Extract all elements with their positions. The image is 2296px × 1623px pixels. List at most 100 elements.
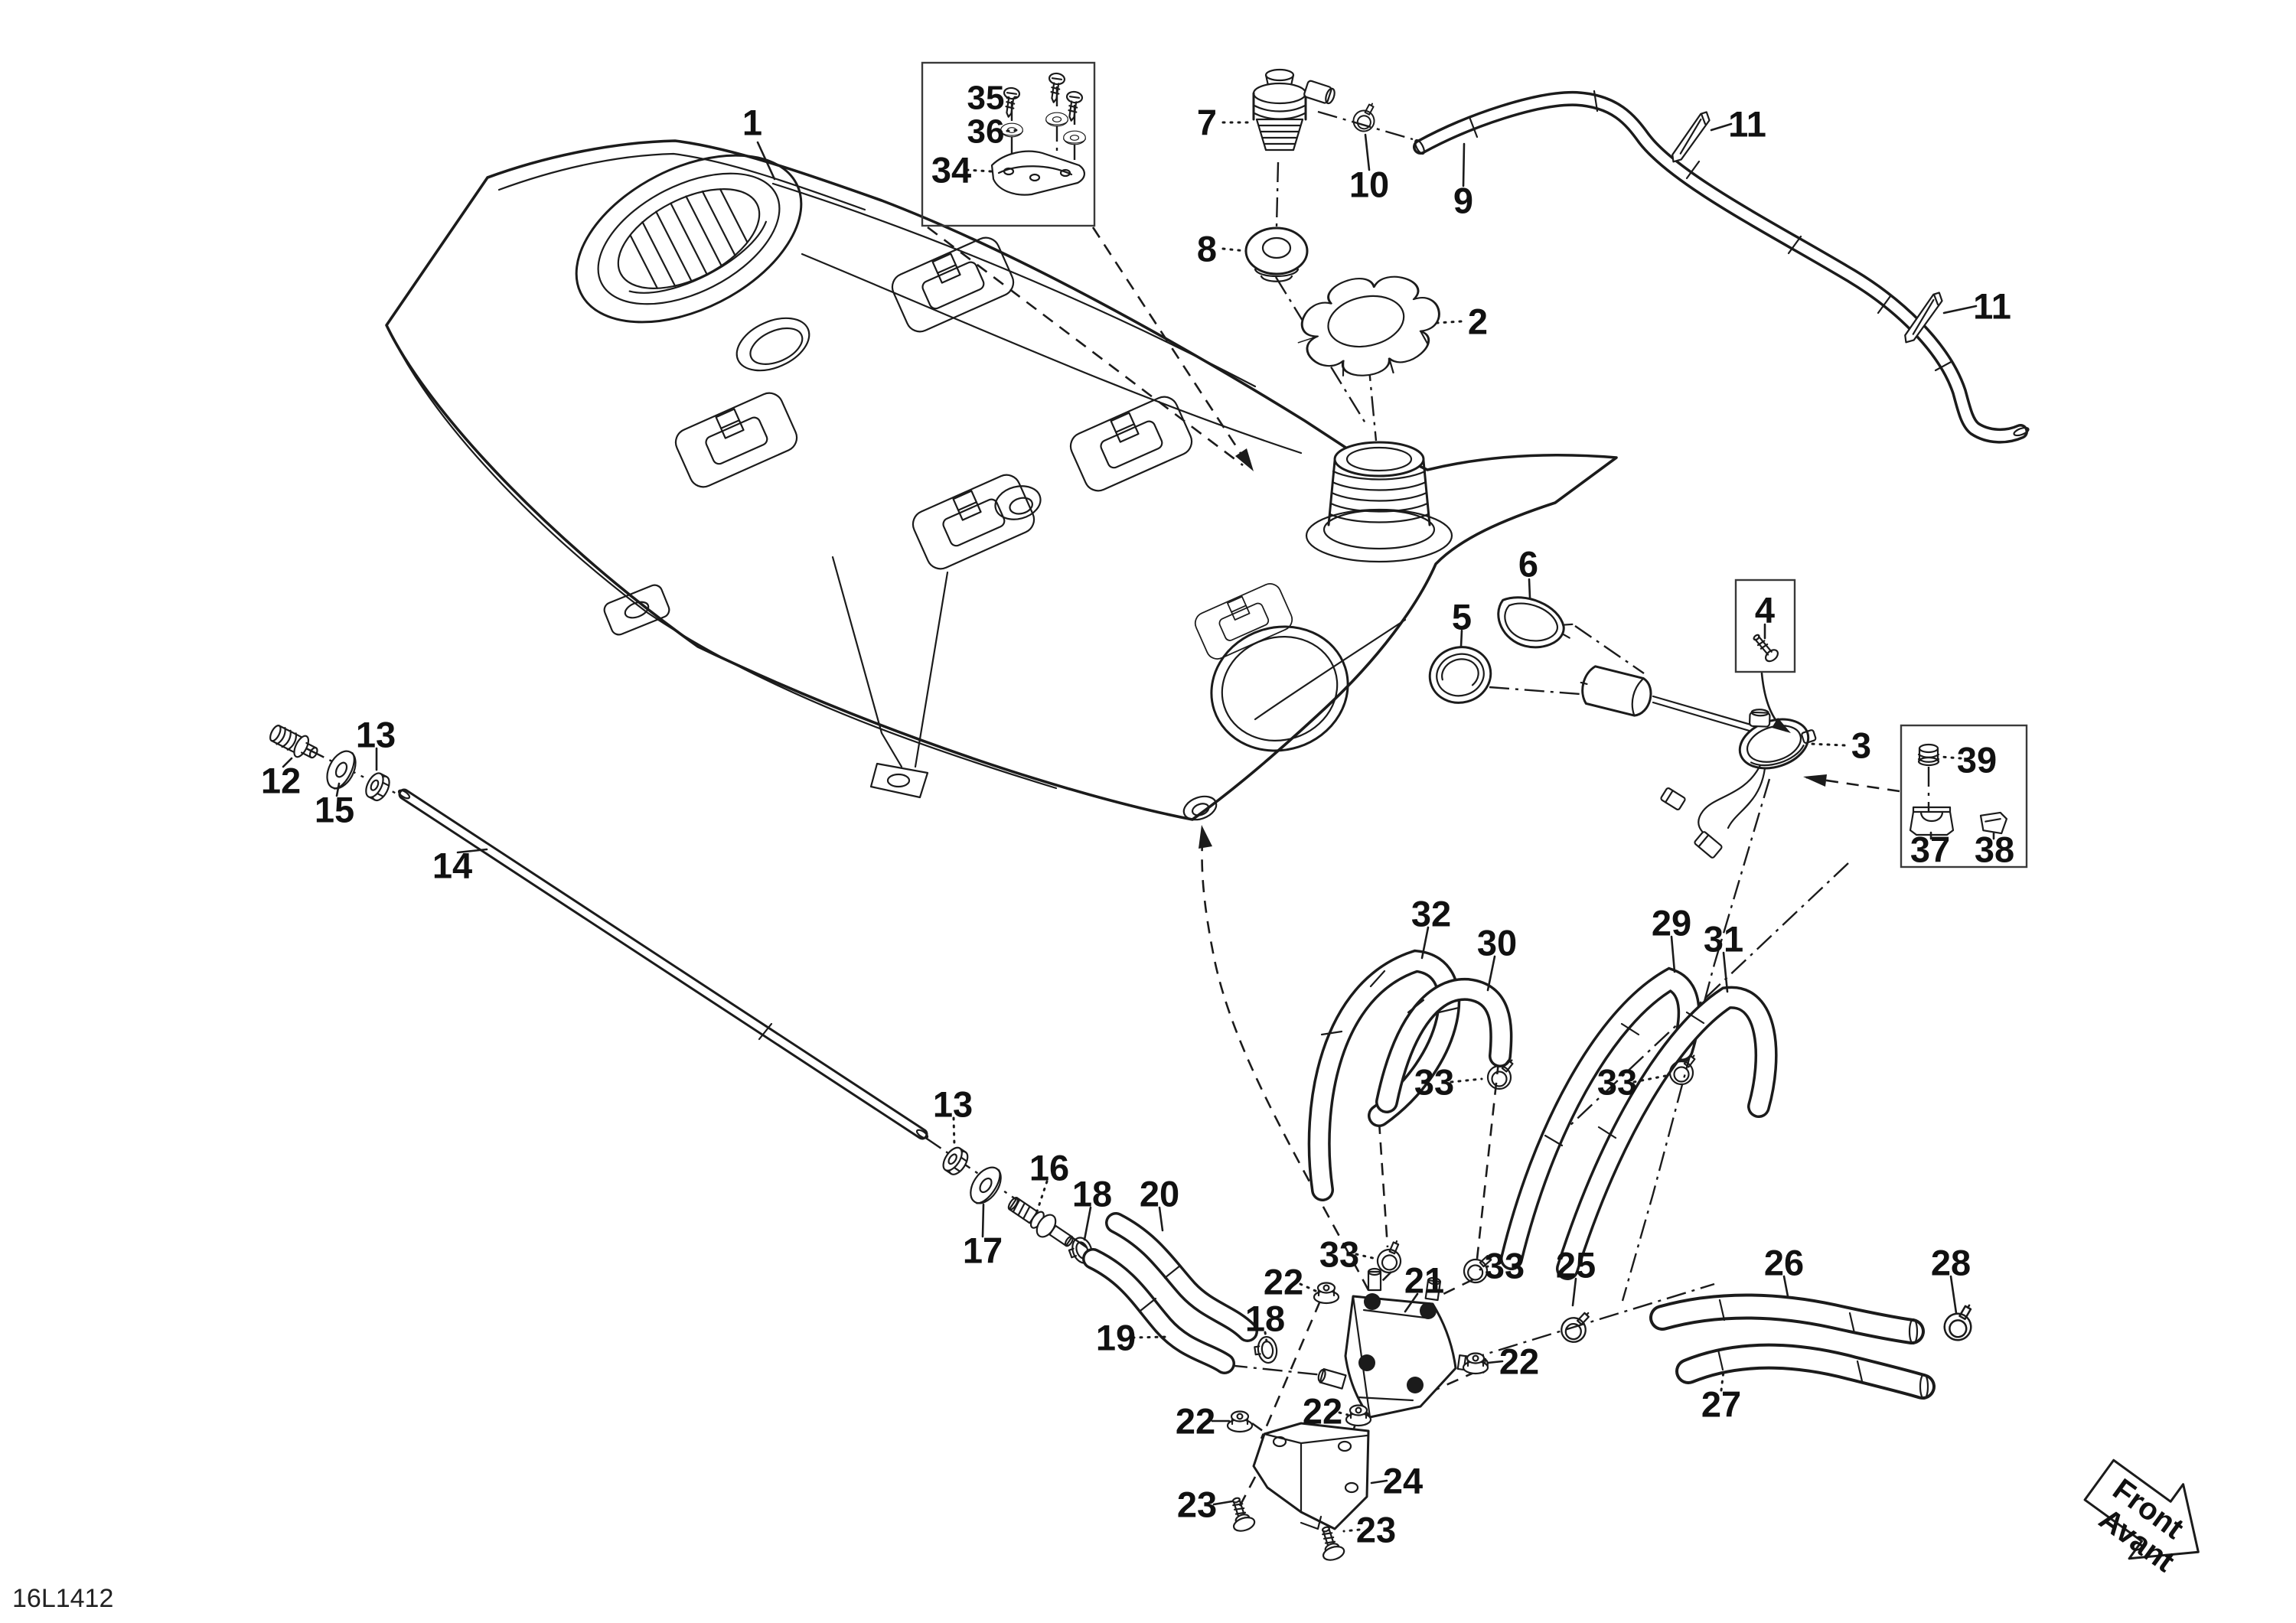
sender-flange [1738, 709, 1817, 770]
bracket-34 [990, 150, 1085, 196]
hose-31 [1556, 986, 1778, 1280]
callout-21: 21 [1404, 1260, 1444, 1301]
callout-37: 37 [1910, 829, 1950, 870]
callout-9: 9 [1453, 181, 1473, 221]
detail-box-bracket [921, 61, 1096, 227]
nut-13b [938, 1143, 973, 1179]
callout-4: 4 [1755, 590, 1775, 631]
screw-23b [1314, 1523, 1347, 1563]
sender-float [1580, 665, 1652, 717]
clamp-28 [1940, 1302, 1978, 1343]
clamp-10 [1349, 101, 1380, 134]
callout-23-a: 23 [1177, 1484, 1217, 1525]
callout-30: 30 [1477, 923, 1517, 963]
callout-1: 1 [742, 103, 762, 143]
callout-22-a: 22 [1264, 1262, 1303, 1302]
hose-27 [1675, 1343, 1936, 1400]
callout-29: 29 [1652, 903, 1691, 943]
gasket-6 [1497, 596, 1574, 649]
nut-22a [1313, 1282, 1340, 1305]
callout-33-c: 33 [1319, 1234, 1359, 1275]
callout-14: 14 [432, 846, 472, 886]
nut-13 [361, 769, 394, 804]
callout-35: 35 [967, 80, 1005, 117]
callout-11-b: 11 [1973, 286, 2011, 327]
callout-16: 16 [1029, 1148, 1069, 1188]
callout-33-b: 33 [1597, 1062, 1637, 1103]
hose-26 [1649, 1293, 1925, 1345]
screw-icon [1065, 90, 1084, 122]
hose-32 [1307, 949, 1461, 1201]
construction-lines [927, 226, 1900, 1528]
fitting-12 [269, 725, 318, 759]
figure-code: 16L1412 [12, 1584, 113, 1613]
filler-neck [1305, 441, 1453, 563]
well-nut-39 [1917, 743, 1940, 767]
grommet-8 [1244, 227, 1309, 282]
callout-13-b: 13 [933, 1084, 973, 1125]
callout-6: 6 [1518, 544, 1538, 585]
fuel-sender [1580, 665, 1817, 859]
fitting-16 [1007, 1197, 1074, 1247]
front-direction-arrow: Front Avant [2083, 1458, 2200, 1579]
callout-17: 17 [963, 1230, 1003, 1271]
callout-39: 39 [1957, 740, 1997, 781]
callout-36: 36 [967, 113, 1005, 151]
callout-33-d: 33 [1485, 1246, 1525, 1286]
tank-brace [603, 556, 949, 799]
callout-20: 20 [1140, 1174, 1179, 1214]
fuel-cap [1297, 275, 1440, 376]
vent-valve [1252, 68, 1336, 152]
tank-cover-ribbed [575, 154, 803, 324]
tank-round-recess [994, 485, 1042, 520]
callout-3: 3 [1851, 725, 1871, 766]
fuel-tank [385, 139, 1618, 821]
callout-5: 5 [1452, 597, 1472, 637]
callout-12: 12 [261, 761, 301, 801]
callout-2: 2 [1468, 301, 1488, 342]
callout-23-b: 23 [1356, 1510, 1396, 1550]
vent-hose-9 [1413, 90, 2030, 444]
callout-32: 32 [1411, 894, 1451, 934]
callout-7: 7 [1197, 103, 1217, 143]
callout-22-b: 22 [1499, 1341, 1539, 1382]
clip-38 [1979, 811, 2008, 835]
hose-29 [1500, 966, 1701, 1270]
fuel-pump-21 [1317, 1267, 1489, 1419]
callout-24: 24 [1383, 1461, 1423, 1501]
nut-22d [1226, 1410, 1254, 1433]
callout-13-a: 13 [356, 715, 396, 755]
screw-icon [1753, 634, 1779, 663]
rod-14 [397, 788, 929, 1140]
assembly-axes [305, 86, 1930, 1379]
callout-31: 31 [1704, 919, 1743, 960]
callout-18-b: 18 [1245, 1299, 1285, 1339]
hose-30 [1375, 977, 1513, 1113]
tie-mount-37 [1909, 806, 1955, 836]
callout-22-c: 22 [1303, 1391, 1342, 1432]
hose-19 [1082, 1248, 1235, 1374]
callout-19: 19 [1096, 1318, 1136, 1358]
callout-26: 26 [1764, 1243, 1804, 1283]
callout-25: 25 [1556, 1245, 1596, 1286]
callout-28: 28 [1931, 1243, 1971, 1283]
callout-27: 27 [1701, 1384, 1741, 1425]
callout-38: 38 [1975, 829, 2014, 870]
tank-mount-hole [1182, 795, 1218, 821]
nut-22b [1462, 1352, 1489, 1375]
nut-22c [1345, 1404, 1372, 1427]
bracket-24 [1252, 1422, 1370, 1530]
callout-22-d: 22 [1176, 1401, 1215, 1442]
screw-icon [1048, 72, 1066, 103]
callout-33-a: 33 [1414, 1062, 1454, 1103]
sender-opening [1210, 625, 1349, 752]
callout-10: 10 [1349, 165, 1389, 205]
callout-18-a: 18 [1072, 1174, 1112, 1214]
callout-layer: 1234567891011111213131415161718181920212… [261, 80, 2014, 1550]
seal-ring-5 [1428, 646, 1492, 704]
callout-11-a: 11 [1728, 104, 1766, 145]
detail-box-4 [1734, 578, 1796, 733]
callout-8: 8 [1197, 229, 1217, 269]
